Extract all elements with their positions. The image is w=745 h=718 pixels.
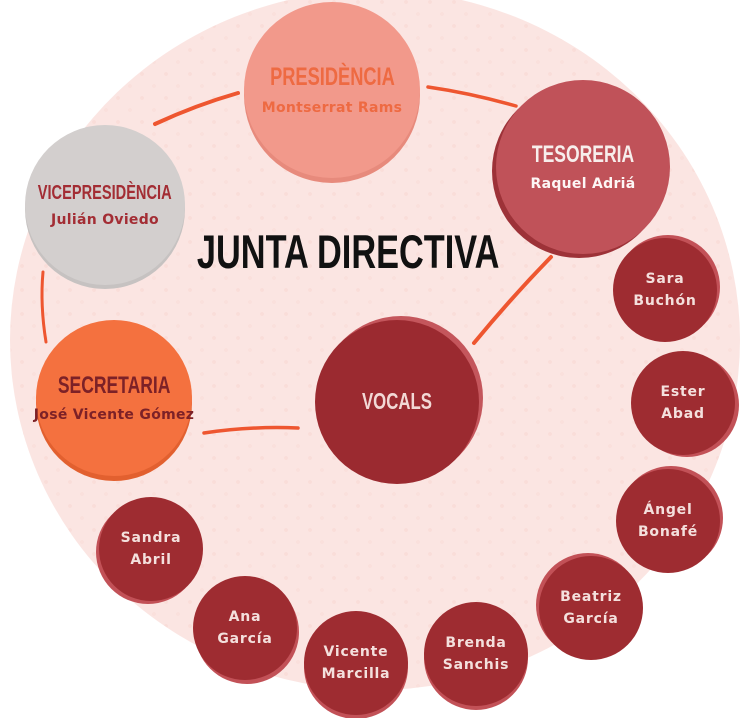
member-circle-sara-buchon: Sara Buchón	[613, 238, 717, 342]
role-circle-presidencia: PRESIDÈNCIA Montserrat Rams	[244, 2, 420, 178]
member-name: Ana García	[217, 608, 273, 647]
role-circle-secretaria: SECRETARIA José Vicente Gómez	[33, 320, 195, 476]
member-name: Vicente Marcilla	[321, 643, 391, 682]
member-circle-angel-bonafe: Ángel Bonafé	[616, 469, 720, 573]
member-name: Sandra Abril	[120, 529, 182, 568]
role-person-presidencia: Montserrat Rams	[261, 99, 403, 116]
role-label-vocals: VOCALS	[362, 388, 432, 415]
member-name: Brenda Sanchis	[442, 634, 510, 673]
member-circle-vicente-marcilla: Vicente Marcilla	[304, 611, 408, 715]
role-label-secretaria: SECRETARIA	[57, 371, 171, 399]
member-name: Ester Abad	[660, 383, 706, 422]
member-circle-ester-abad: Ester Abad	[631, 351, 735, 455]
role-circle-tesoreria: TESORERIA Raquel Adriá	[496, 80, 670, 254]
member-name: Ángel Bonafé	[637, 501, 699, 540]
page-title-text: JUNTA DIRECTIVA	[196, 225, 500, 278]
member-circle-brenda-sanchis: Brenda Sanchis	[424, 602, 528, 706]
role-label-vicepresidencia: VICEPRESIDÈNCIA	[38, 182, 172, 204]
role-person-tesoreria: Raquel Adriá	[530, 176, 636, 193]
role-person-vicepresidencia: Julián Oviedo	[51, 212, 159, 228]
member-circle-ana-garcia: Ana García	[193, 576, 297, 680]
member-circle-sandra-abril: Sandra Abril	[99, 497, 203, 601]
member-name: Beatriz García	[560, 588, 622, 627]
role-circle-vicepresidencia: VICEPRESIDÈNCIA Julián Oviedo	[25, 125, 185, 285]
page-title: JUNTA DIRECTIVA	[98, 224, 598, 279]
member-circle-beatriz-garcia: Beatriz García	[539, 556, 643, 660]
role-label-tesoreria: TESORERIA	[531, 140, 635, 168]
member-name: Sara Buchón	[633, 270, 697, 309]
role-person-secretaria: José Vicente Gómez	[33, 407, 195, 424]
role-circle-vocals: VOCALS	[315, 320, 479, 484]
role-label-presidencia: PRESIDÈNCIA	[269, 63, 395, 92]
